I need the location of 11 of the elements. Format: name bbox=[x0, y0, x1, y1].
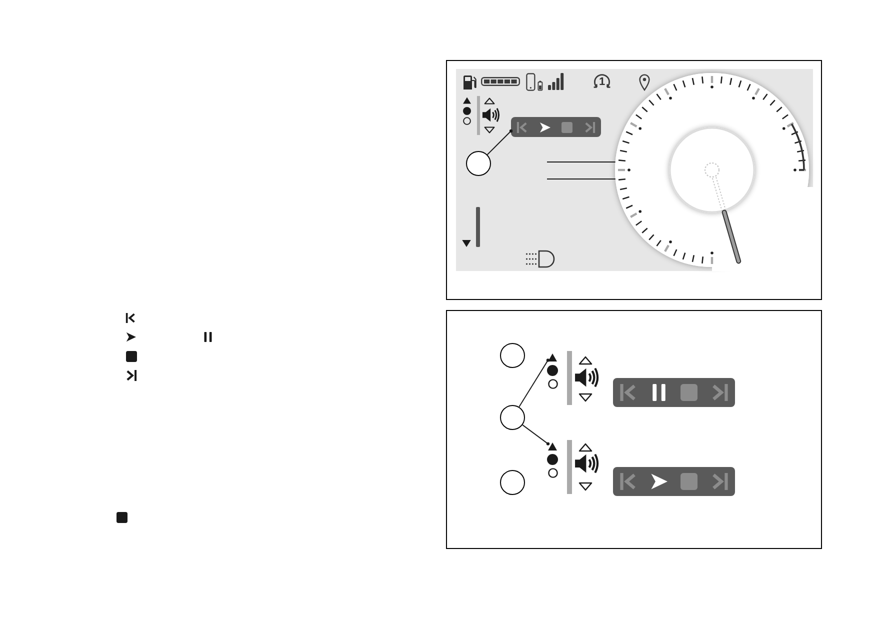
up-triangle-icon bbox=[548, 353, 557, 362]
figure-panel bbox=[446, 60, 822, 300]
leader-line bbox=[486, 129, 513, 156]
speedometer-gauge bbox=[612, 71, 813, 271]
media-control-bar bbox=[511, 117, 601, 137]
up-triangle-icon bbox=[548, 442, 557, 451]
figure-panel bbox=[446, 310, 822, 549]
leader-line bbox=[522, 424, 550, 446]
leader-line bbox=[546, 178, 616, 180]
leader-line bbox=[518, 358, 550, 408]
icon-number: 1 bbox=[599, 76, 606, 88]
